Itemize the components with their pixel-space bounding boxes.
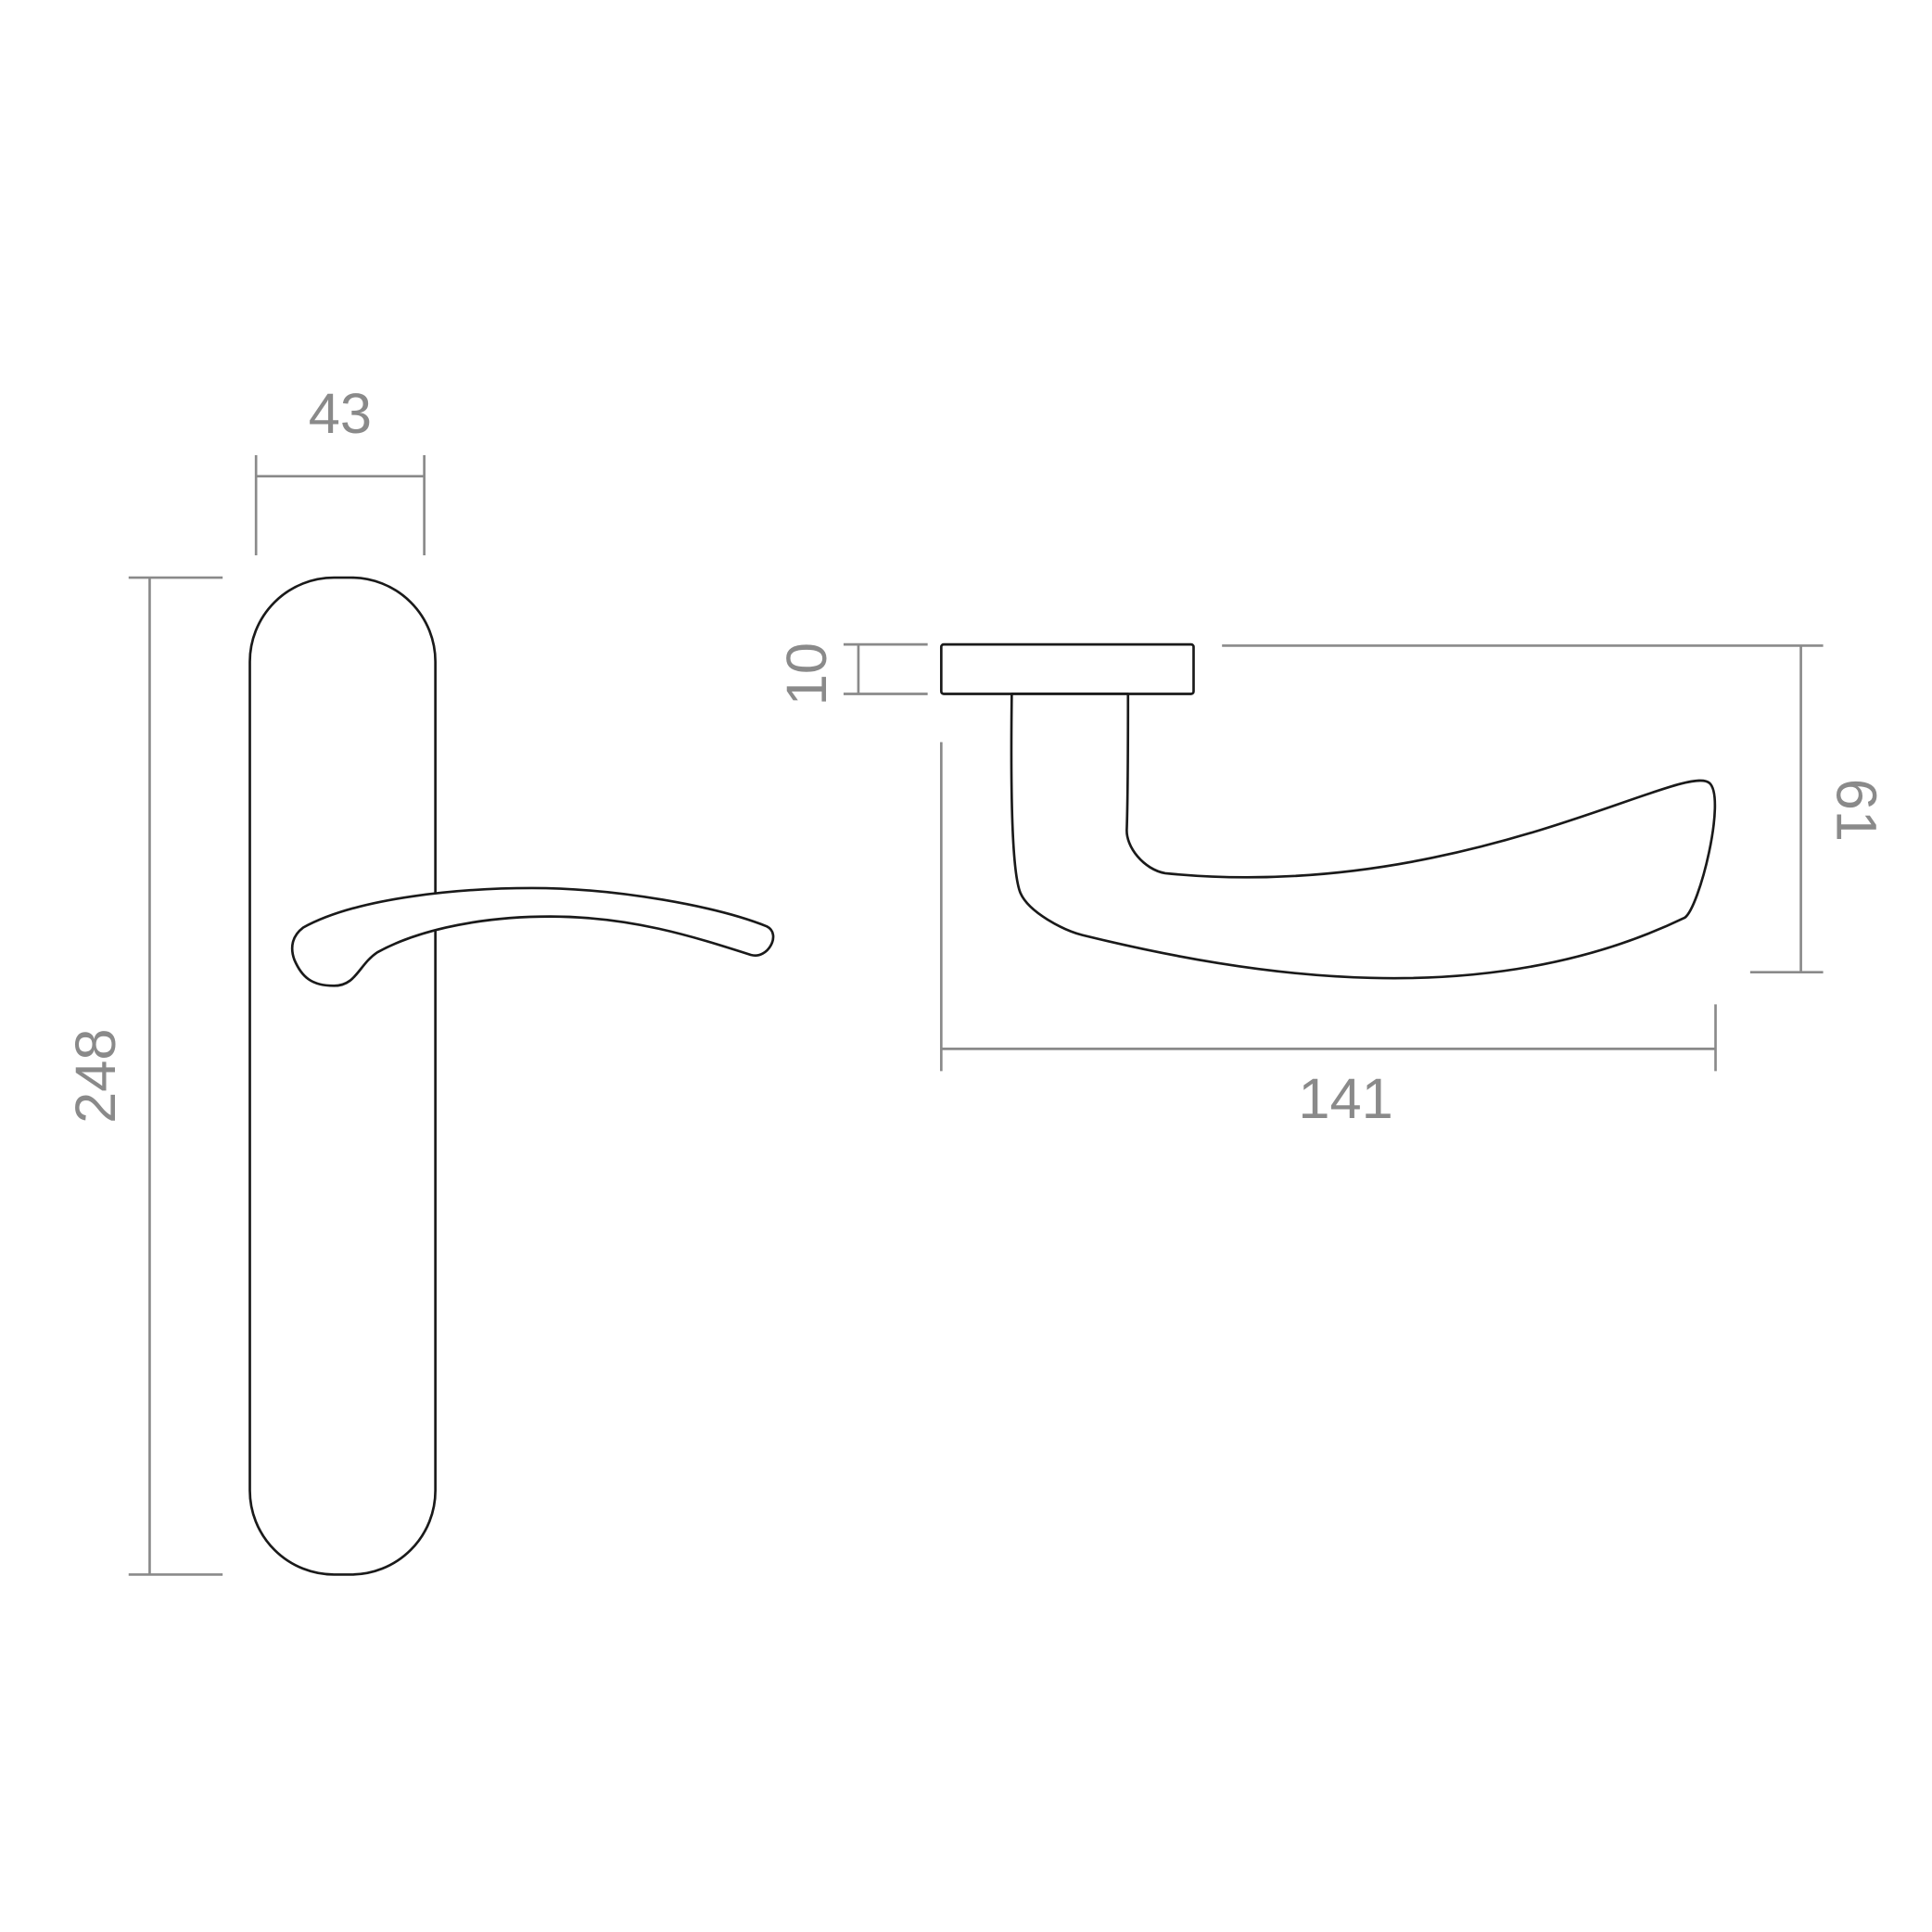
rose-thickness-dimension: 10 [775, 642, 928, 705]
length-dimension: 141 [939, 742, 1717, 1131]
lever-front-outline [290, 886, 775, 987]
height-dimension: 248 [64, 576, 223, 1576]
width-dimension: 43 [254, 382, 426, 556]
backplate-outline [248, 576, 437, 1576]
length-label: 141 [1298, 1067, 1392, 1131]
lever-side-outline [1010, 693, 1717, 980]
projection-dimension: 61 [1222, 644, 1888, 974]
rose-outline [939, 642, 1195, 695]
rose-thickness-label: 10 [775, 642, 839, 705]
projection-label: 61 [1824, 779, 1888, 842]
front-view: 43 248 [64, 382, 775, 1576]
side-view: 10 61 141 [775, 642, 1888, 1131]
width-label: 43 [309, 382, 372, 446]
height-label: 248 [64, 1029, 128, 1124]
